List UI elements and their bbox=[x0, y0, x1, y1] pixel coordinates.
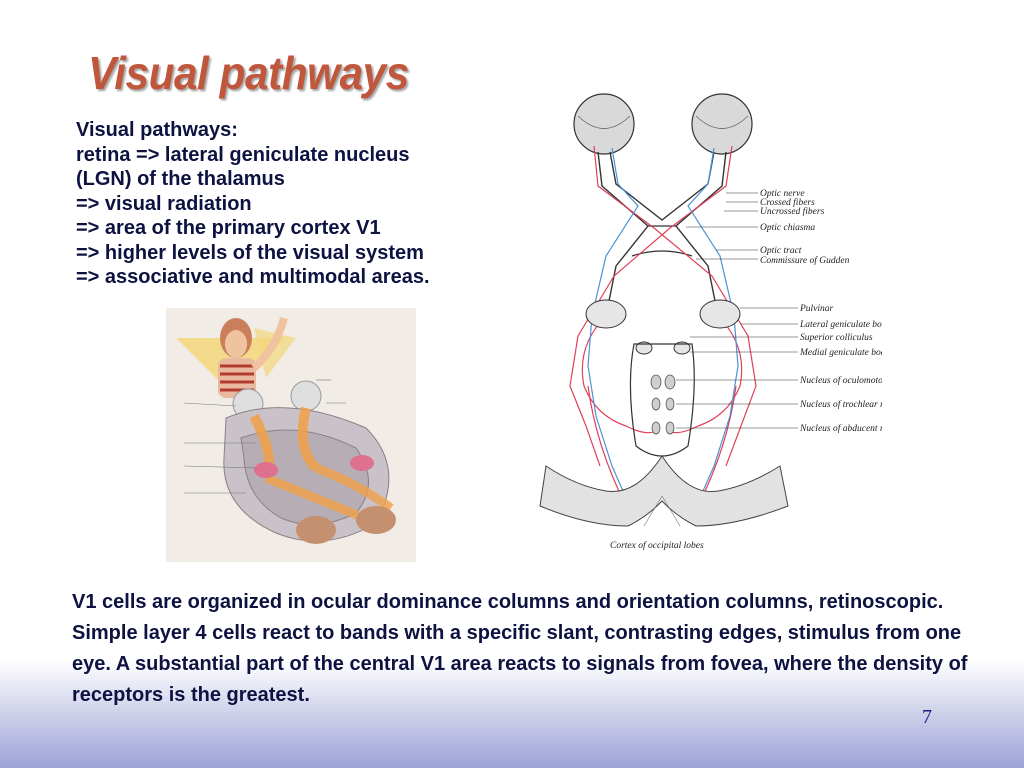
intro-line: => higher levels of the visual system bbox=[76, 241, 424, 264]
intro-text: Visual pathways: retina => lateral genic… bbox=[76, 118, 546, 290]
intro-line: Visual pathways: bbox=[76, 119, 238, 141]
body-paragraph: V1 cells are organized in ocular dominan… bbox=[72, 591, 968, 706]
label-medial-geniculate-body: Medial geniculate body bbox=[799, 348, 882, 358]
intro-line: retina => lateral geniculate nucleus bbox=[76, 143, 410, 166]
page-number: 7 bbox=[922, 706, 932, 728]
intro-line: (LGN) of the thalamus bbox=[76, 168, 285, 190]
label-crossed-fibers: Crossed fibers bbox=[760, 197, 815, 208]
intro-line: => area of the primary cortex V1 bbox=[76, 217, 381, 239]
visual-pathway-illustration bbox=[166, 308, 416, 562]
intro-line: => associative and multimodal areas. bbox=[76, 266, 430, 288]
label-nucleus-oculomotor: Nucleus of oculomotor nerve bbox=[799, 375, 882, 386]
label-pulvinar: Pulvinar bbox=[799, 304, 834, 314]
slide-title: Visual pathways bbox=[88, 47, 409, 99]
label-optic-chiasma: Optic chiasma bbox=[760, 223, 815, 233]
optic-pathway-diagram: Optic nerve Crossed fibers Uncrossed fib… bbox=[536, 86, 910, 558]
label-lateral-geniculate-body: Lateral geniculate body bbox=[799, 320, 882, 330]
intro-line: => visual radiation bbox=[76, 192, 252, 215]
label-cortex-occipital: Cortex of occipital lobes bbox=[610, 540, 704, 551]
label-commissure-of-gudden: Commissure of Gudden bbox=[760, 255, 850, 266]
label-superior-colliculus: Superior colliculus bbox=[800, 333, 873, 343]
label-nucleus-trochlear: Nucleus of trochlear nerve bbox=[799, 399, 882, 410]
diagram-drawing: Optic nerve Crossed fibers Uncrossed fib… bbox=[539, 93, 910, 551]
label-optic-nerve: Optic nerve bbox=[760, 189, 805, 199]
label-nucleus-abducent: Nucleus of abducent nerve bbox=[799, 423, 882, 434]
illustration-drawing bbox=[176, 316, 396, 544]
label-optic-tract: Optic tract bbox=[760, 246, 802, 256]
label-uncrossed-fibers: Uncrossed fibers bbox=[760, 206, 825, 217]
